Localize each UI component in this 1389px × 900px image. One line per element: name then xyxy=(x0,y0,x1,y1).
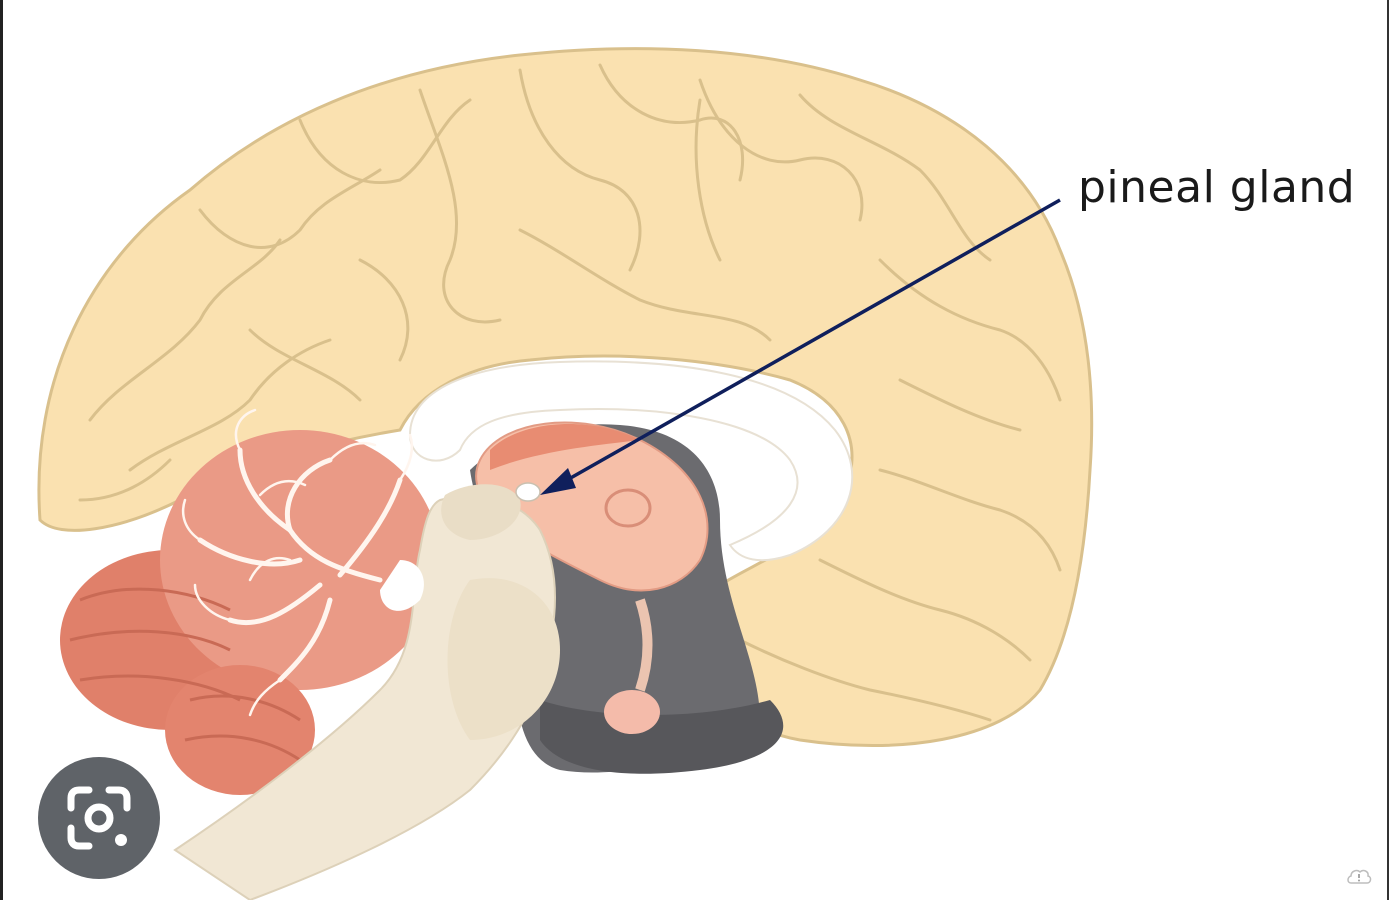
left-frame-edge xyxy=(0,0,3,900)
thalamus-top xyxy=(490,423,640,470)
pointer-arrow xyxy=(540,198,1061,495)
cerebellum xyxy=(60,408,440,795)
pituitary-gland xyxy=(604,690,660,734)
corpus-callosum xyxy=(408,360,854,562)
cerebrum-gyri-lines xyxy=(78,63,1062,722)
pons xyxy=(447,578,560,740)
exclamation-cloud-icon[interactable] xyxy=(1345,865,1373,887)
google-lens-button[interactable] xyxy=(38,757,160,879)
mammillary-ring xyxy=(604,488,652,528)
pituitary-stalk xyxy=(635,598,653,692)
fourth-ventricle-gap xyxy=(380,560,424,611)
lower-shadow xyxy=(540,700,784,774)
pineal-gland xyxy=(515,482,541,502)
midbrain-tectum xyxy=(441,484,521,540)
cerebrum xyxy=(37,47,1094,748)
pineal-gland-label: pineal gland xyxy=(1078,162,1356,213)
google-lens-icon xyxy=(67,786,131,850)
right-frame-edge xyxy=(1387,0,1389,900)
